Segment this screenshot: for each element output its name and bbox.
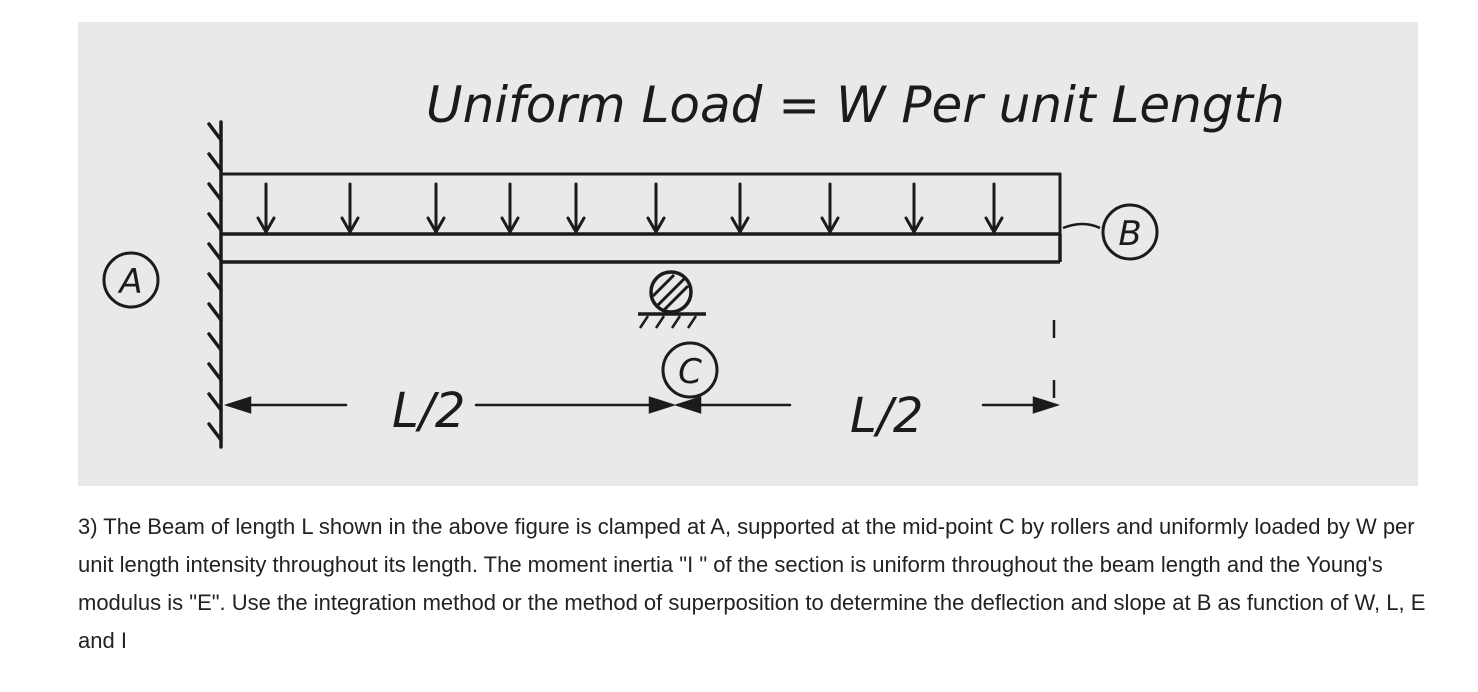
load-label: Uniform Load = W Per unit Length xyxy=(426,76,1285,134)
clamped-wall xyxy=(207,120,223,449)
distributed-load xyxy=(219,172,1062,236)
roller-support xyxy=(638,270,706,329)
dimension-right xyxy=(673,396,1061,414)
point-a-label: A xyxy=(117,262,142,302)
point-a-marker: A xyxy=(102,251,160,309)
dimension-left xyxy=(223,396,677,414)
beam xyxy=(221,232,1062,264)
span-left-label: L/2 xyxy=(392,383,465,439)
load-arrows xyxy=(256,182,1004,234)
point-c-marker: C xyxy=(661,341,719,399)
point-b-marker: B xyxy=(1062,203,1159,261)
span-right-label: L/2 xyxy=(850,388,923,444)
question-text: 3) The Beam of length L shown in the abo… xyxy=(78,514,1426,653)
point-b-label: B xyxy=(1118,214,1141,254)
beam-diagram-svg: Uniform Load = W Per unit Length A xyxy=(102,76,1285,449)
beam-diagram: Uniform Load = W Per unit Length A xyxy=(78,22,1418,486)
point-c-label: C xyxy=(678,352,702,392)
